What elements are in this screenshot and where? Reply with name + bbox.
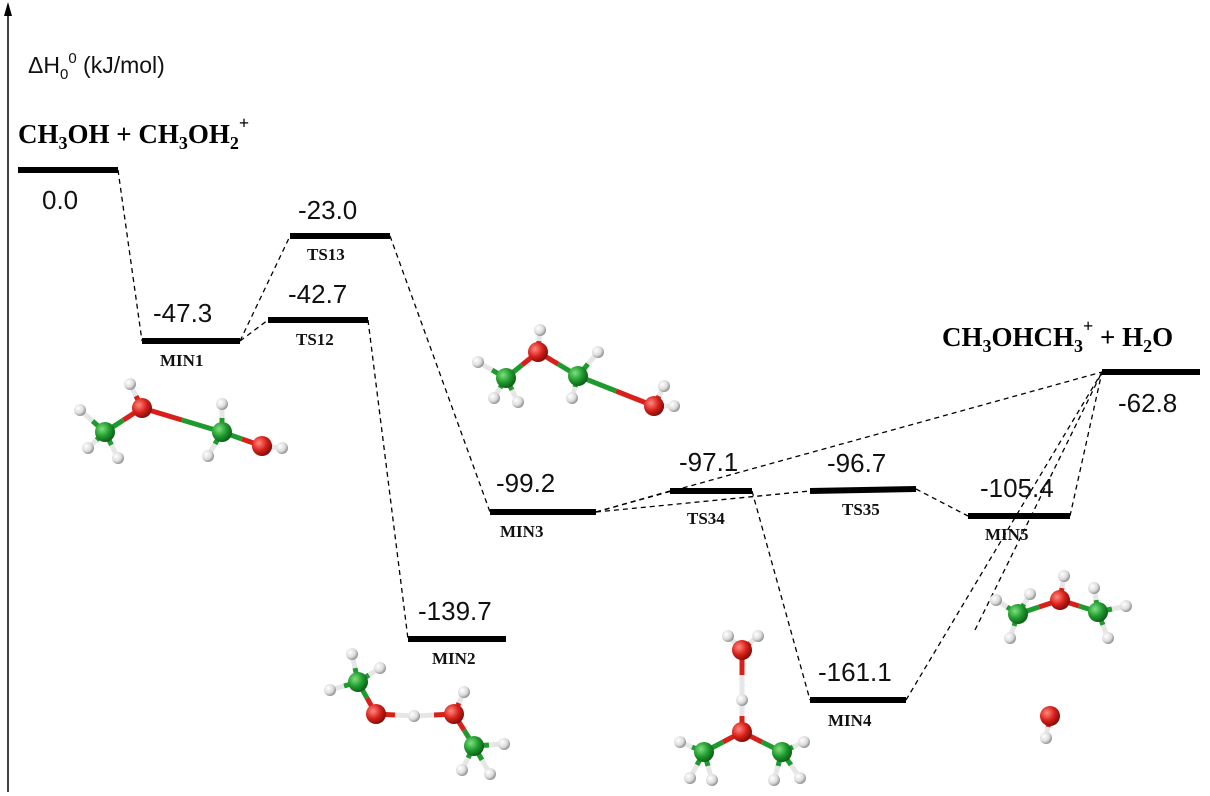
- oxygen-atom: [1050, 590, 1070, 610]
- value-min3: -99.2: [496, 468, 555, 498]
- y-axis: [4, 2, 12, 792]
- hydrogen-atom: [990, 594, 1002, 606]
- hydrogen-atom: [458, 686, 470, 698]
- carbon-atom: [212, 422, 232, 442]
- oxygen-atom: [732, 640, 752, 660]
- hydrogen-atom: [498, 738, 510, 750]
- label-min1: MIN1: [160, 351, 203, 370]
- level-ts35: [809, 486, 917, 494]
- products-label: CH3OHCH3+ + H2O: [942, 316, 1173, 356]
- hydrogen-atom: [484, 768, 496, 780]
- hydrogen-atom: [82, 442, 94, 454]
- label-ts12: TS12: [296, 330, 334, 349]
- energy-levels: [18, 167, 1200, 703]
- value-ts34: -97.1: [679, 447, 738, 477]
- hydrogen-atom: [488, 392, 500, 404]
- hydrogen-atom: [752, 630, 764, 642]
- hydrogen-atom: [1120, 600, 1132, 612]
- hydrogen-atom: [324, 684, 336, 696]
- value-min1: -47.3: [153, 298, 212, 328]
- molecule-ts13: [472, 324, 680, 416]
- carbon-atom: [772, 742, 792, 762]
- energy-values: 0.0 -47.3 -23.0 -42.7 -139.7 -99.2 -97.1…: [42, 185, 1177, 687]
- hydrogen-atom: [472, 356, 484, 368]
- hydrogen-atom: [1004, 632, 1016, 644]
- hydrogen-atom: [1102, 632, 1114, 644]
- molecule-min2: [324, 648, 510, 780]
- value-min5: -105.4: [980, 473, 1054, 503]
- carbon-atom: [568, 366, 588, 386]
- hydrogen-atom: [374, 662, 386, 674]
- hydrogen-atom: [798, 736, 810, 748]
- value-ts13: -23.0: [298, 195, 357, 225]
- label-min5: MIN5: [985, 525, 1028, 544]
- oxygen-atom: [1040, 706, 1060, 726]
- hydrogen-atom: [706, 774, 718, 786]
- state-labels: MIN1 TS13 TS12 MIN2 MIN3 TS34 TS35 MIN4 …: [160, 245, 1028, 730]
- value-ts35: -96.7: [827, 448, 886, 478]
- oxygen-atom: [732, 722, 752, 742]
- value-products: -62.8: [1118, 388, 1177, 418]
- oxygen-atom: [132, 398, 152, 418]
- hydrogen-atom: [512, 396, 524, 408]
- axis-arrow-icon: [4, 2, 12, 16]
- molecule-min4: [674, 630, 810, 786]
- oxygen-atom: [444, 704, 464, 724]
- oxygen-atom: [366, 704, 386, 724]
- hydrogen-atom: [216, 398, 228, 410]
- hydrogen-atom: [276, 442, 288, 454]
- carbon-atom: [348, 672, 368, 692]
- oxygen-atom: [252, 436, 272, 456]
- label-ts13: TS13: [307, 245, 345, 264]
- carbon-atom: [1088, 602, 1108, 622]
- hydrogen-atom: [1058, 570, 1070, 582]
- hydrogen-atom: [346, 648, 358, 660]
- hydrogen-atom: [566, 392, 578, 404]
- hydrogen-atom: [736, 694, 748, 706]
- hydrogen-atom: [794, 772, 806, 784]
- value-reactants: 0.0: [42, 185, 78, 215]
- label-ts34: TS34: [687, 509, 725, 528]
- hydrogen-atom: [534, 324, 546, 336]
- hydrogen-atom: [684, 772, 696, 784]
- hydrogen-atom: [456, 764, 468, 776]
- hydrogen-atom: [592, 346, 604, 358]
- hydrogen-atom: [74, 404, 86, 416]
- label-min4: MIN4: [828, 711, 872, 730]
- carbon-atom: [496, 368, 516, 388]
- hydrogen-atom: [1024, 588, 1036, 600]
- value-min2: -139.7: [418, 596, 492, 626]
- hydrogen-atom: [1040, 732, 1052, 744]
- connectors: [117, 169, 1103, 701]
- hydrogen-atom: [408, 710, 420, 722]
- oxygen-atom: [644, 396, 664, 416]
- label-min3: MIN3: [500, 522, 543, 541]
- axis-label: ΔH00 (kJ/mol): [28, 50, 165, 83]
- hydrogen-atom: [668, 400, 680, 412]
- hydrogen-atom: [658, 380, 670, 392]
- hydrogen-atom: [202, 450, 214, 462]
- molecule-min5: [990, 570, 1132, 744]
- molecule-min1: [74, 378, 288, 464]
- carbon-atom: [1008, 604, 1028, 624]
- reactants-label: CH3OH + CH3OH2+: [18, 113, 249, 153]
- hydrogen-atom: [124, 378, 136, 390]
- carbon-atom: [464, 736, 484, 756]
- carbon-atom: [95, 422, 115, 442]
- label-min2: MIN2: [432, 649, 475, 668]
- oxygen-atom: [528, 342, 548, 362]
- label-ts35: TS35: [842, 500, 880, 519]
- hydrogen-atom: [768, 774, 780, 786]
- hydrogen-atom: [1088, 582, 1100, 594]
- value-min4: -161.1: [818, 657, 892, 687]
- hydrogen-atom: [722, 630, 734, 642]
- hydrogen-atom: [112, 452, 124, 464]
- value-ts12: -42.7: [288, 279, 347, 309]
- hydrogen-atom: [674, 736, 686, 748]
- carbon-atom: [694, 742, 714, 762]
